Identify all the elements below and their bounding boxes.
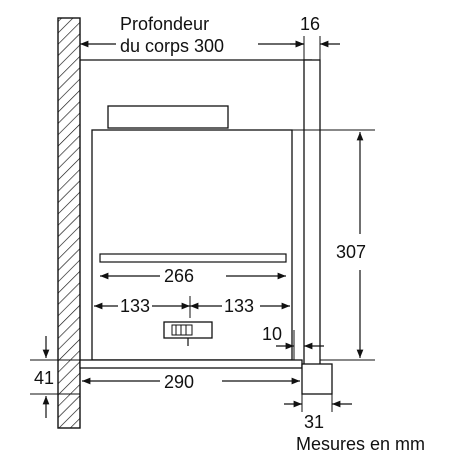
front-height-label: 41: [34, 368, 54, 388]
exhaust-collar: [107, 105, 229, 129]
body-depth-label: 290: [164, 372, 194, 392]
front-gap-dimension: [276, 330, 324, 360]
half-left-label: 133: [120, 296, 150, 316]
height-label: 307: [336, 242, 366, 262]
filter-bar: [99, 253, 287, 263]
bottom-panel: [79, 359, 303, 369]
front-depth-dimension: [284, 394, 352, 412]
front-depth-label: 31: [304, 412, 324, 432]
front-handle: [301, 363, 333, 395]
motor-module: [163, 321, 213, 346]
half-right-label: 133: [224, 296, 254, 316]
front-gap-label: 10: [262, 324, 282, 344]
inner-width-label: 266: [164, 266, 194, 286]
depth-label-line1: Profondeur: [120, 14, 209, 34]
half-width-dimension: [94, 296, 290, 318]
depth-label-line2: du corps 300: [120, 36, 224, 56]
wall: [57, 17, 81, 429]
units-caption: Mesures en mm: [296, 434, 425, 454]
top-offset-dimension: [290, 36, 340, 60]
top-offset-label: 16: [300, 14, 320, 34]
front-panel: [303, 59, 321, 366]
front-height-dimension: [30, 336, 80, 418]
height-dimension: [292, 129, 375, 361]
